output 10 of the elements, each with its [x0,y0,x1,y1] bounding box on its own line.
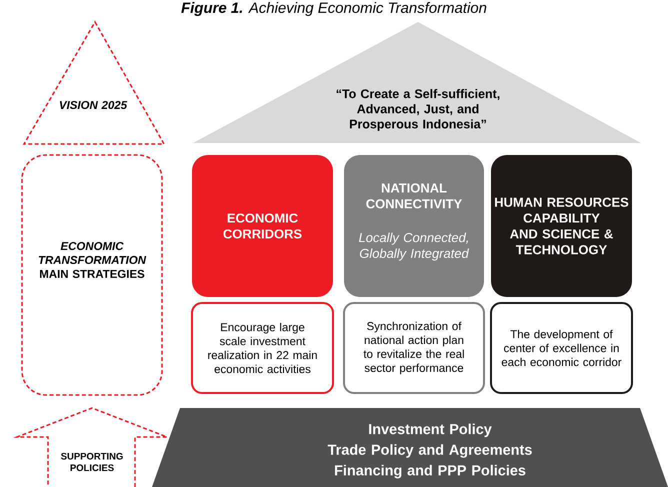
description-box: Encourage large scale investment realization in 22 main economic activities [191,302,334,394]
roof-triangle: “To Create a Self-sufficient, Advanced, Just, and Prosperous Indonesia” [193,22,641,143]
foundation-trapezoid: Investment Policy Trade Policy and Agreements Financing and PPP Policies [152,408,668,487]
description-box: The development of center of excellence in each economic corridor [490,302,633,394]
description-box: Synchronization of national action plan to revitalize the real sector performance [343,302,485,394]
pillar-box: ECONOMIC CORRIDORS [192,155,333,297]
strategy-box: ECONOMIC TRANSFORMATION MAIN STRATEGIES [21,154,163,396]
pillar-box: HUMAN RESOURCES CAPABILITY AND SCIENCE & TECHNOLOGY [491,155,632,297]
pillar-box: NATIONAL CONNECTIVITY Locally Connected, Globally Integrated [344,155,484,297]
figure-title: Figure 1. Achieving Economic Transformation [181,2,486,16]
